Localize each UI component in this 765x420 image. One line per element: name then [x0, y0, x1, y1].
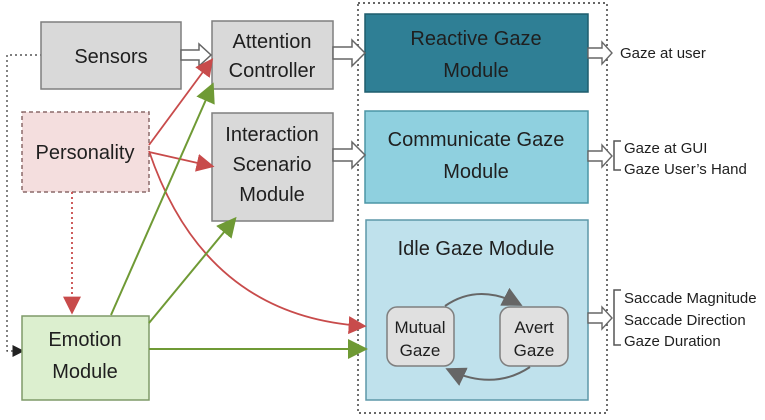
- attention-to-reactive-block-arrow: [332, 38, 367, 68]
- emotion-to-attention-arrow: [110, 82, 215, 316]
- idle-gaze-module-node: Idle Gaze Module Mutual Gaze Avert Gaze: [365, 219, 589, 401]
- idle-output-arrow: [587, 305, 613, 331]
- communicate-gaze-line1: Communicate Gaze: [388, 129, 565, 151]
- personality-node: Personality: [21, 111, 150, 193]
- avert-gaze-line2: Gaze: [514, 341, 555, 360]
- sensors-label: Sensors: [74, 46, 147, 68]
- idle-output-2: Saccade Direction: [624, 312, 746, 329]
- interaction-scenario-line2: Scenario: [233, 154, 312, 176]
- emotion-module-line2: Module: [52, 361, 118, 383]
- interaction-scenario-line1: Interaction: [225, 124, 318, 146]
- avert-to-mutual-transition: [445, 366, 531, 386]
- attention-controller-node: Attention Controller: [211, 20, 334, 90]
- interaction-scenario-node: Interaction Scenario Module: [211, 112, 334, 222]
- reactive-output-1: Gaze at user: [620, 45, 706, 62]
- sensors-node: Sensors: [40, 21, 182, 90]
- idle-output-3: Gaze Duration: [624, 333, 721, 350]
- communicate-output-bracket: [613, 140, 621, 171]
- emotion-to-interaction-arrow: [148, 216, 237, 324]
- mutual-gaze-node: [386, 306, 455, 367]
- emotion-module-node: Emotion Module: [21, 315, 150, 401]
- interaction-to-communicate-block-arrow: [332, 140, 367, 170]
- communicate-output-arrow: [587, 143, 613, 169]
- reactive-output-arrow: [587, 40, 613, 66]
- personality-to-attention-arrow: [148, 58, 214, 146]
- avert-gaze-node: [499, 306, 569, 367]
- sensors-to-emotion-dotted-connector: [6, 54, 42, 357]
- communicate-output-2: Gaze User’s Hand: [624, 161, 747, 178]
- communicate-gaze-line2: Module: [443, 161, 509, 183]
- attention-controller-line1: Attention: [233, 31, 312, 53]
- mutual-gaze-line2: Gaze: [400, 341, 441, 360]
- mutual-to-avert-transition: [444, 287, 523, 307]
- idle-output-1: Saccade Magnitude: [624, 290, 757, 307]
- reactive-gaze-line1: Reactive Gaze: [410, 28, 541, 50]
- interaction-scenario-line3: Module: [239, 184, 305, 206]
- idle-output-bracket: [613, 289, 621, 346]
- communicate-output-1: Gaze at GUI: [624, 140, 707, 157]
- reactive-gaze-line2: Module: [443, 60, 509, 82]
- idle-gaze-title: Idle Gaze Module: [398, 238, 555, 260]
- reactive-gaze-module-node: Reactive Gaze Module: [364, 13, 589, 93]
- emotion-module-line1: Emotion: [48, 329, 121, 351]
- avert-gaze-line1: Avert: [514, 318, 554, 337]
- mutual-gaze-line1: Mutual: [394, 318, 445, 337]
- attention-controller-line2: Controller: [229, 60, 316, 82]
- communicate-gaze-module-node: Communicate Gaze Module: [364, 110, 589, 204]
- sensors-to-attention-block-arrow: [180, 42, 213, 68]
- personality-label: Personality: [36, 142, 135, 164]
